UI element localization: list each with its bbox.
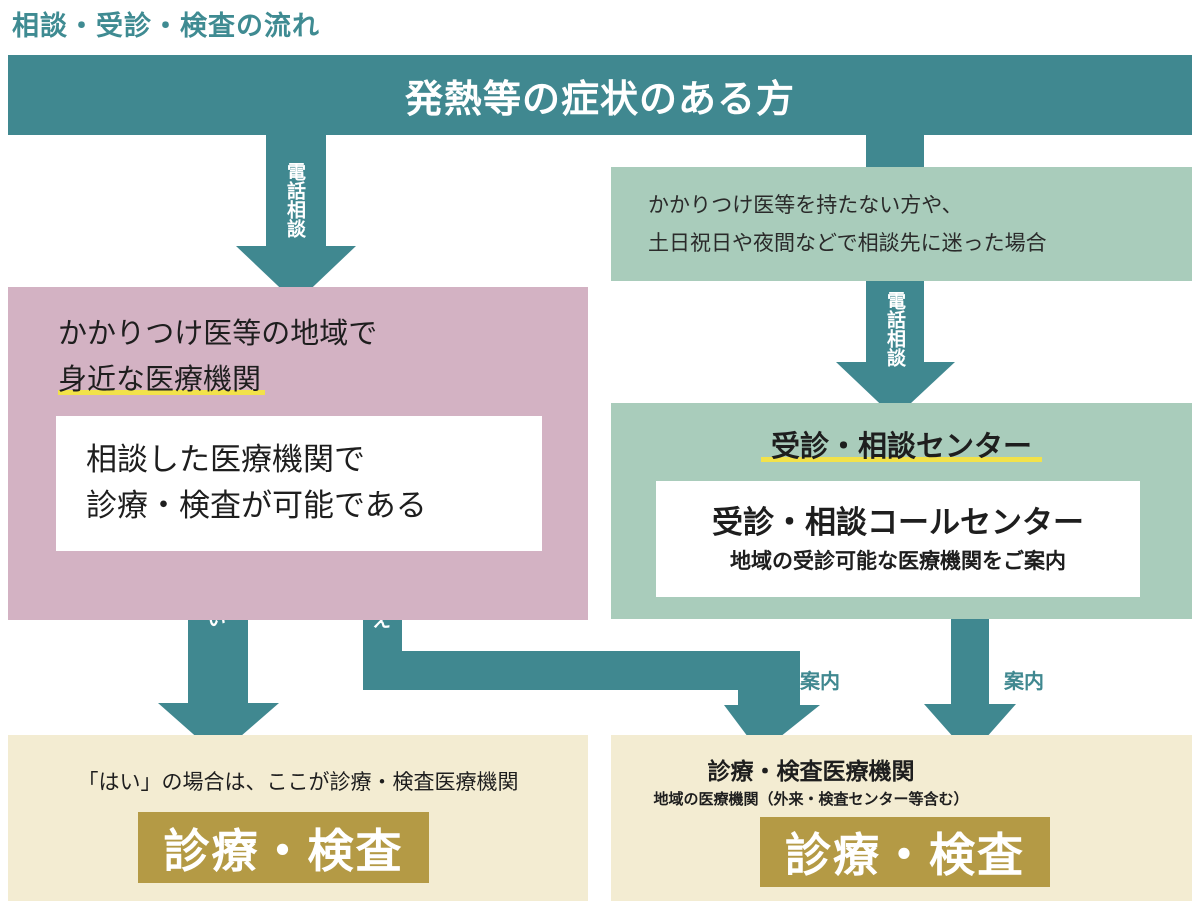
- question-box: [56, 416, 542, 551]
- call-center-title: 受診・相談コールセンター: [712, 505, 1084, 541]
- question-line1: 相談した医療機関で: [86, 442, 365, 478]
- arrow-phone-right: [836, 281, 955, 418]
- center-title-wrap: 受診・相談センター: [611, 423, 1192, 465]
- condition-text: かかりつけ医等を持たない方や、 土日祝日や夜間などで相談先に迷った場合: [648, 186, 1047, 262]
- exam-facility-title: 診療・検査医療機関: [707, 759, 915, 785]
- center-title: 受診・相談センター: [760, 429, 1042, 465]
- yes-result-caption: 「はい」の場合は、ここが診療・検査医療機関: [77, 770, 519, 794]
- exam-button-left: 診療・検査: [138, 812, 429, 883]
- condition-line1: かかりつけ医等を持たない方や、: [648, 193, 963, 217]
- label-phone-left: 電話相談: [284, 162, 306, 238]
- page-title: 相談・受診・検査の流れ: [12, 11, 320, 42]
- condition-line2: 土日祝日や夜間などで相談先に迷った場合: [648, 231, 1047, 255]
- arrow-guide-right: [924, 596, 1016, 756]
- question-text: 相談した医療機関で 診療・検査が可能である: [86, 437, 427, 529]
- call-center-box: [656, 481, 1140, 597]
- clinic-title: かかりつけ医等の地域で 身近な医療機関: [58, 310, 377, 402]
- label-guide-2: 案内: [1004, 669, 1044, 693]
- arrow-no: [363, 551, 820, 753]
- clinic-title-line2: 身近な医療機関: [58, 362, 266, 398]
- label-guide-1: 案内: [800, 669, 840, 693]
- label-phone-right: 電話相談: [884, 291, 906, 367]
- condition-box: [611, 167, 1192, 281]
- top-banner: 発熱等の症状のある方: [8, 55, 1192, 135]
- clinic-title-line1: かかりつけ医等の地域で: [58, 316, 378, 350]
- arrow-phone-left: [236, 134, 356, 303]
- connector-right-top: [866, 134, 924, 168]
- exam-button-right: 診療・検査: [760, 817, 1050, 887]
- exam-facility-subtitle: 地域の医療機関（外来・検査センター等含む）: [653, 790, 969, 808]
- call-center-sub: 地域の受診可能な医療機関をご案内: [730, 549, 1066, 573]
- question-line2: 診療・検査が可能である: [86, 488, 427, 524]
